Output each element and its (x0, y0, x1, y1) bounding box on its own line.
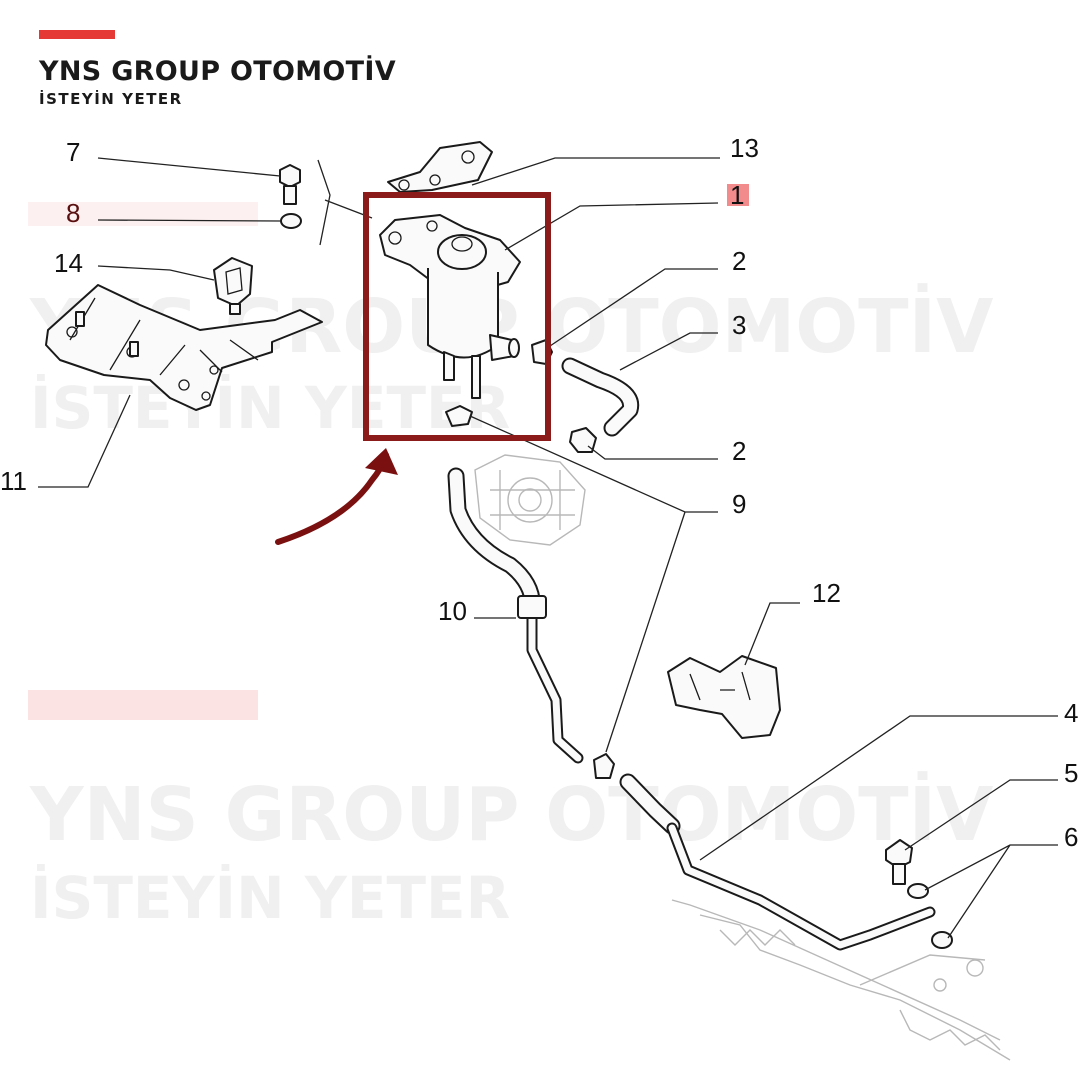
highlight-arrow (275, 448, 398, 545)
callout-5: 5 (1064, 758, 1078, 788)
callout-4: 4 (1064, 698, 1078, 728)
part-6-washers (907, 883, 953, 949)
part-10-hose (447, 467, 584, 764)
callout-6: 6 (1064, 822, 1078, 852)
part-14-clamp (213, 257, 253, 315)
part-7-bolt (279, 164, 301, 205)
callout-1-marker (727, 184, 749, 206)
watermark-lower-bar (28, 690, 258, 720)
callout-3: 3 (732, 310, 746, 340)
callout-2-upper: 2 (732, 246, 746, 276)
watermark-upper-slogan: İSTEYİN YETER (30, 373, 510, 442)
callout-1: 1 (730, 180, 744, 210)
ghost-steering-rack (671, 899, 1011, 1061)
part-3-hose (561, 357, 640, 437)
part-clamp-under-reservoir (445, 405, 473, 427)
callout-10: 10 (438, 596, 467, 626)
callout-7: 7 (66, 137, 80, 167)
highlight-box (363, 192, 551, 441)
callout-14: 14 (54, 248, 83, 278)
part-8-washer (280, 213, 302, 229)
callout-2-lower: 2 (732, 436, 746, 466)
brand-accent-bar (39, 30, 115, 39)
part-2-clamp-lower (569, 427, 597, 453)
callout-11: 11 (0, 466, 27, 496)
brand-name: YNS GROUP OTOMOTİV (39, 56, 396, 87)
watermark-lower-slogan: İSTEYİN YETER (30, 863, 510, 932)
callout-8: 8 (66, 198, 80, 228)
ghost-pump (474, 454, 586, 546)
part-5-bolt (885, 839, 913, 885)
dashed-reference-line (317, 159, 331, 246)
part-4-pipe (619, 773, 936, 951)
part-12-bracket (667, 655, 781, 739)
part-9-clamp-lower (593, 753, 615, 779)
watermark-lower-name: YNS GROUP OTOMOTİV (29, 770, 993, 858)
part-13-mounting-plate (387, 141, 493, 193)
part-11-bracket (45, 284, 323, 411)
watermark-upper-bar (28, 202, 258, 226)
watermark-lower: YNS GROUP OTOMOTİV İSTEYİN YETER (28, 690, 993, 932)
callout-13: 13 (730, 133, 759, 163)
callout-12: 12 (812, 578, 841, 608)
brand-slogan: İSTEYİN YETER (39, 90, 183, 108)
leader-lines (38, 157, 1058, 939)
part-1-reservoir (379, 214, 521, 399)
callout-9: 9 (732, 489, 746, 519)
